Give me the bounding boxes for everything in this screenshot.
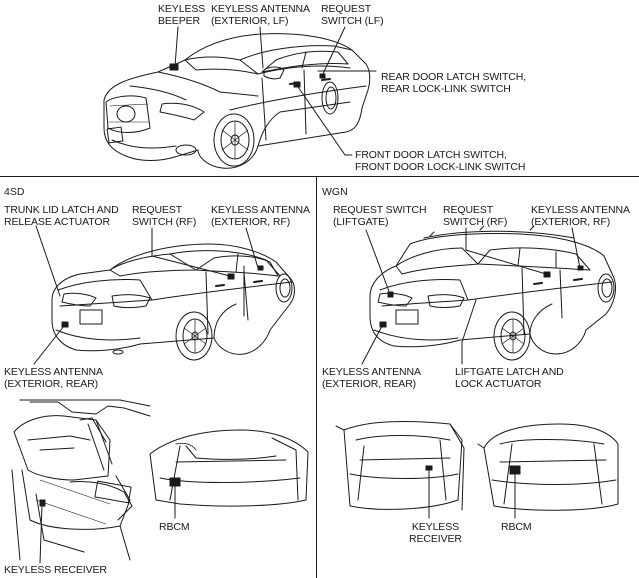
wgn-cargo-right-illustration	[477, 423, 619, 511]
section-label-4sd: 4SD	[4, 186, 25, 198]
label-keyless-receiver-wgn: KEYLESS RECEIVER	[409, 521, 462, 545]
section-label-wgn: WGN	[322, 186, 348, 198]
top-leader-lines	[174, 26, 377, 156]
sd-trunk-illustration	[149, 429, 309, 507]
sd-interior-illustration	[11, 399, 151, 561]
label-keyless-antenna-lf: KEYLESS ANTENNA (EXTERIOR, LF)	[211, 3, 310, 27]
label-request-switch-liftgate: REQUEST SWITCH (LIFTGATE)	[333, 204, 427, 228]
label-rear-door-latch-switch: REAR DOOR LATCH SWITCH, REAR LOCK-LINK S…	[381, 71, 527, 95]
label-request-switch-rf-wgn: REQUEST SWITCH (RF)	[443, 204, 508, 228]
sd-receiver-leader	[39, 504, 43, 564]
label-front-door-latch-switch: FRONT DOOR LATCH SWITCH, FRONT DOOR LOCK…	[355, 149, 526, 173]
label-keyless-beeper: KEYLESS BEEPER	[158, 3, 206, 27]
label-rbcm-wgn: RBCM	[501, 521, 532, 533]
section-dividers	[0, 176, 639, 578]
label-keyless-antenna-rear-sd: KEYLESS ANTENNA (EXTERIOR, REAR)	[4, 366, 103, 390]
label-trunk-lid-latch: TRUNK LID LATCH AND RELEASE ACTUATOR	[4, 204, 119, 228]
top-sedan-illustration	[103, 33, 371, 169]
label-rbcm-sd: RBCM	[159, 521, 190, 533]
wgn-wagon-illustration	[369, 225, 617, 361]
label-keyless-receiver-sd: KEYLESS RECEIVER	[4, 564, 107, 576]
sd-sedan-illustration	[51, 243, 295, 361]
label-keyless-antenna-rear-wgn: KEYLESS ANTENNA (EXTERIOR, REAR)	[322, 366, 421, 390]
label-keyless-antenna-rf-sd: KEYLESS ANTENNA (EXTERIOR, RF)	[211, 204, 310, 228]
label-request-switch-lf: REQUEST SWITCH (LF)	[321, 3, 384, 27]
sd-leader-lines	[33, 225, 259, 365]
wgn-cargo-left-illustration	[335, 421, 465, 511]
wgn-leader-lines	[361, 227, 581, 365]
label-liftgate-latch: LIFTGATE LATCH AND LOCK ACTUATOR	[455, 366, 564, 390]
label-keyless-antenna-rf-wgn: KEYLESS ANTENNA (EXTERIOR, RF)	[531, 204, 630, 228]
label-request-switch-rf-sd: REQUEST SWITCH (RF)	[132, 204, 197, 228]
